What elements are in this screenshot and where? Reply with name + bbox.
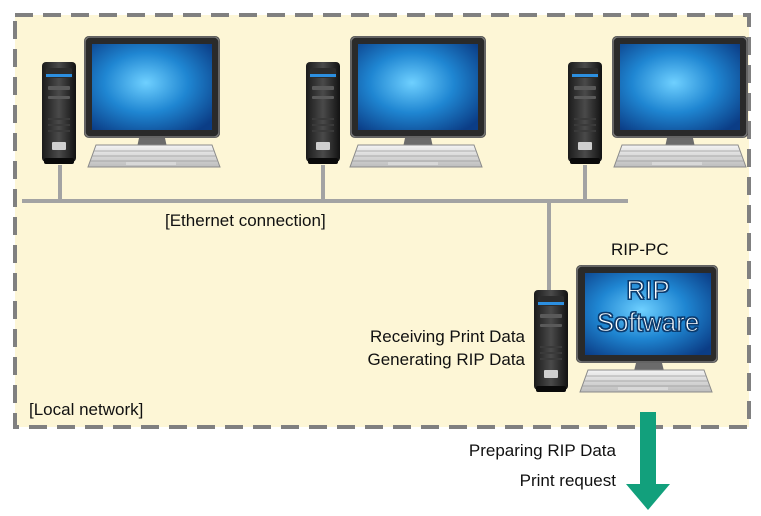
print-request-label: Print request xyxy=(519,471,616,490)
receiving-print-data-label: Receiving Print Data xyxy=(370,327,525,346)
ethernet-connection-label: [Ethernet connection] xyxy=(165,211,326,230)
rip-screen-title: RIP xyxy=(626,275,670,306)
ethernet-cables xyxy=(22,165,628,290)
preparing-rip-data-label: Preparing RIP Data xyxy=(468,441,616,460)
generating-rip-data-label: Generating RIP Data xyxy=(367,350,526,369)
rip-screen-subtitle: Software xyxy=(596,307,700,338)
down-arrow-icon xyxy=(626,412,670,510)
local-network-label: [Local network] xyxy=(29,400,144,419)
rip-pc-computer-icon xyxy=(534,265,718,393)
rip-pc-label: RIP-PC xyxy=(611,240,669,259)
